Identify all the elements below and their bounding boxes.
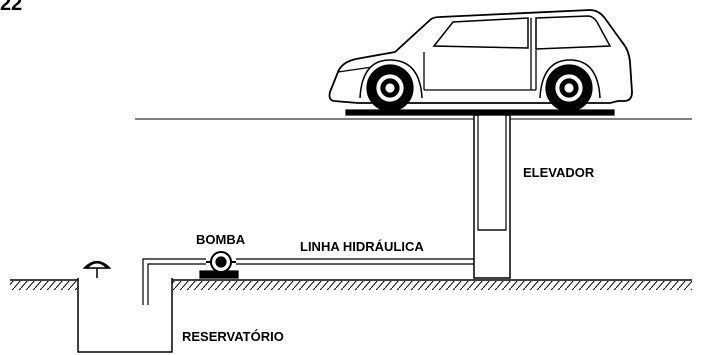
- car-wheels: [366, 64, 593, 112]
- elevator-cylinder: [473, 114, 511, 279]
- pump-label: BOMBA: [196, 232, 246, 247]
- hydraulic-line-pipe: [236, 258, 475, 265]
- elevator-label: ELEVADOR: [523, 165, 595, 180]
- question-number: 22: [0, 0, 23, 15]
- reservoir-tank: [77, 260, 173, 353]
- hydraulic-line-label: LINHA HIDRÁULICA: [300, 239, 424, 254]
- lift-platform: [345, 109, 615, 116]
- suction-pipe: [142, 258, 206, 305]
- reservoir-label: RESERVATÓRIO: [182, 329, 284, 344]
- pump: [199, 251, 239, 279]
